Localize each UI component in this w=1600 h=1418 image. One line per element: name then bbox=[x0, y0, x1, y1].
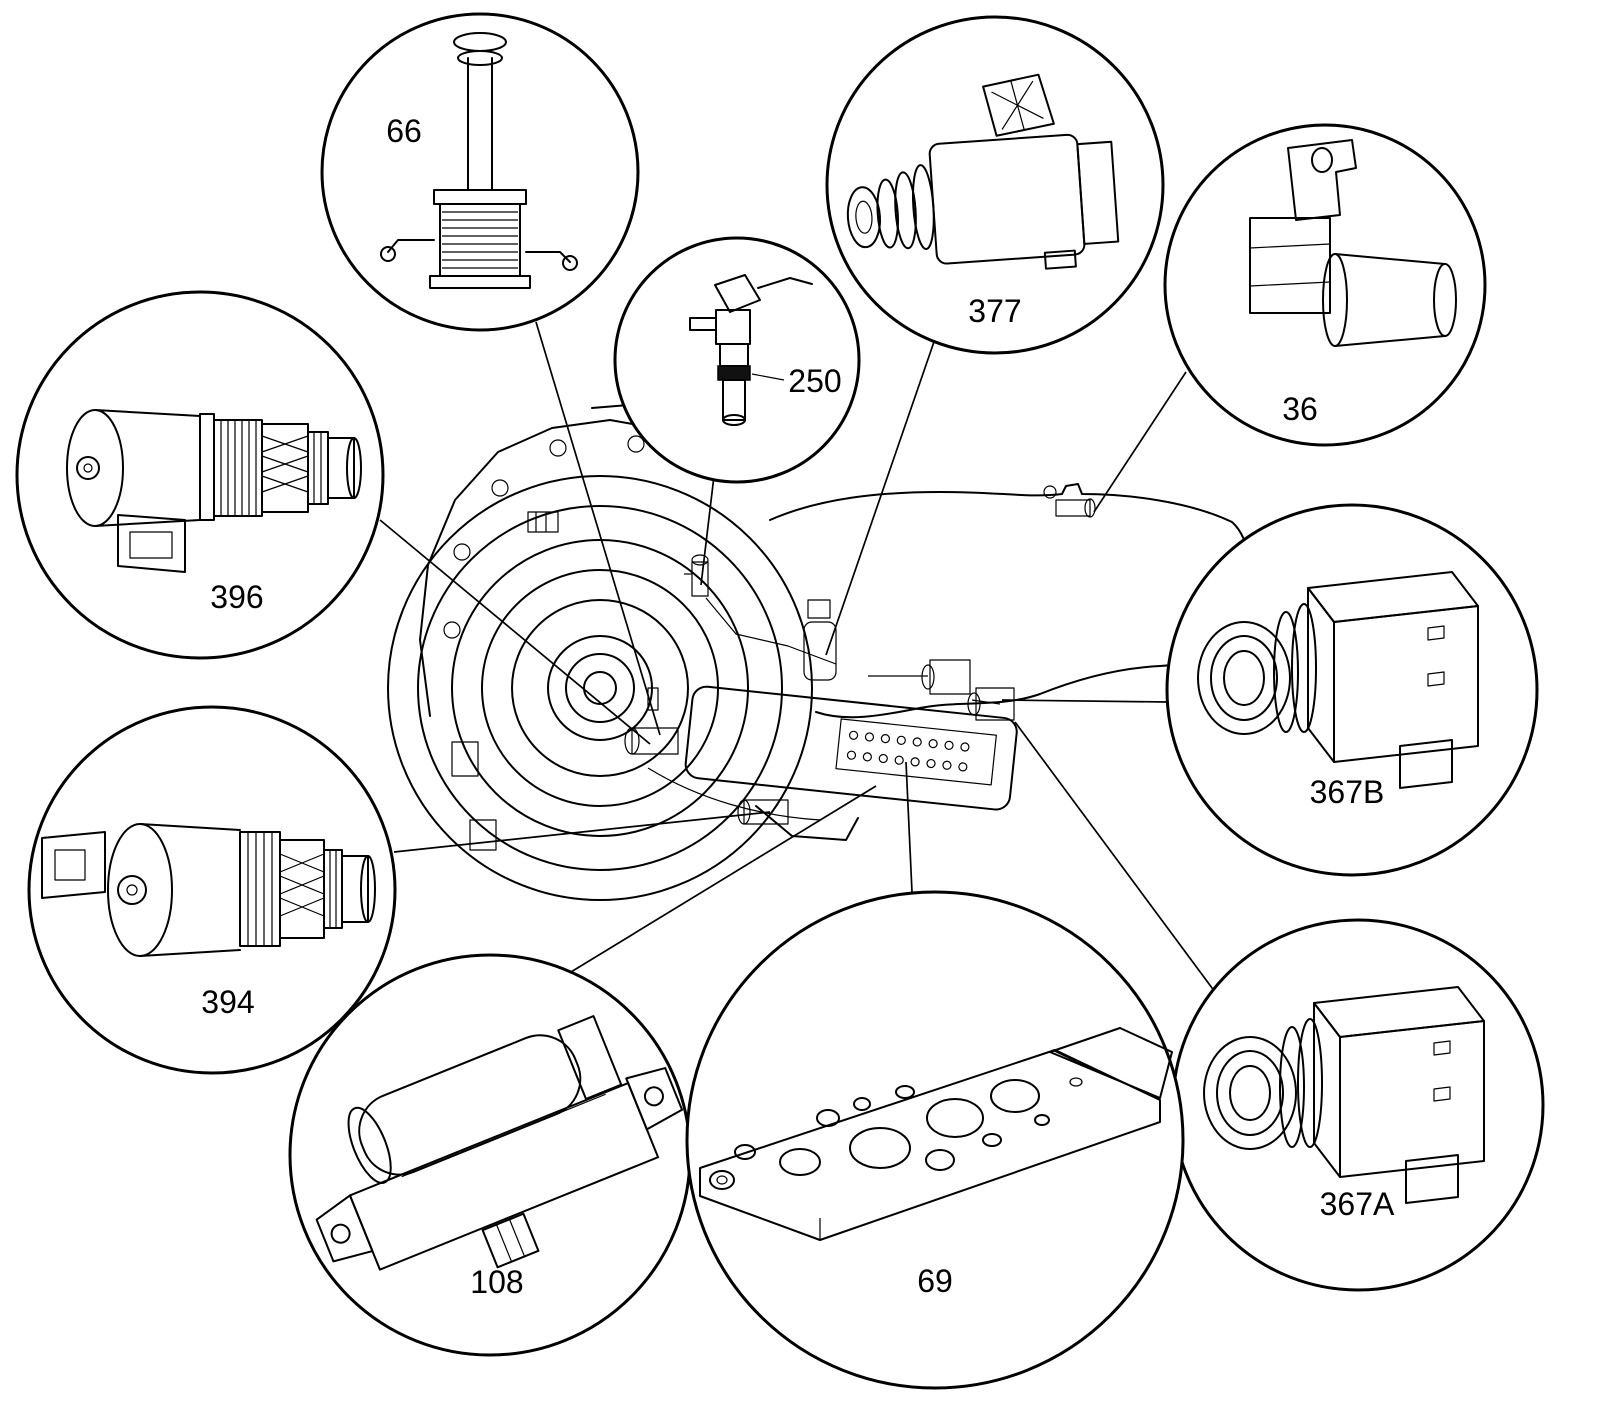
callout-label-396: 396 bbox=[210, 579, 263, 615]
leader-line-367B bbox=[1001, 699, 1168, 703]
input-speed-sensor-location bbox=[1043, 485, 1096, 518]
leader-line-69 bbox=[905, 761, 913, 893]
shift-solenoid-sketch bbox=[846, 73, 1120, 270]
sensor-location-250 bbox=[684, 554, 709, 597]
callout-36: 36 bbox=[1163, 123, 1487, 447]
callout-367A: 367A bbox=[1171, 918, 1545, 1292]
valve-body-sketch bbox=[684, 685, 1018, 811]
pressure-control-solenoid-sketch bbox=[66, 409, 362, 573]
shift-solenoid-bracket-sketch bbox=[315, 1015, 684, 1271]
callout-label-36: 36 bbox=[1282, 391, 1318, 427]
speed-sensor-sketch bbox=[689, 274, 813, 426]
leader-line-396 bbox=[379, 519, 651, 745]
leader-line-66 bbox=[535, 321, 661, 736]
callout-label-394: 394 bbox=[201, 984, 254, 1020]
solenoid-location-377 bbox=[803, 599, 837, 681]
callout-label-250: 250 bbox=[788, 363, 841, 399]
leader-line-377 bbox=[825, 335, 937, 656]
callout-label-367A: 367A bbox=[1320, 1186, 1395, 1222]
callout-377: 377 bbox=[825, 15, 1165, 355]
callout-label-69: 69 bbox=[917, 1263, 953, 1299]
input-speed-sensor-sketch bbox=[1249, 139, 1457, 347]
callout-label-377: 377 bbox=[968, 293, 1021, 329]
transmission-assembly-sketch bbox=[387, 403, 1251, 901]
callout-108: 108 bbox=[288, 953, 692, 1357]
pressure-control-solenoid-sketch bbox=[41, 823, 376, 957]
spacer-plate-sketch bbox=[699, 1027, 1173, 1241]
solenoid-location-394 bbox=[737, 799, 789, 825]
leader-line-36 bbox=[1093, 371, 1187, 513]
tcc-solenoid-sketch bbox=[380, 32, 578, 289]
leader-line-108 bbox=[565, 785, 877, 976]
solenoid-location-367 bbox=[921, 659, 1015, 721]
leader-line-250 bbox=[700, 475, 715, 586]
leader-line-394 bbox=[393, 811, 771, 853]
callout-394: 394 bbox=[27, 705, 397, 1075]
callout-label-108: 108 bbox=[470, 1264, 523, 1300]
callout-label-66: 66 bbox=[386, 113, 422, 149]
leader-line-367A bbox=[1014, 721, 1216, 993]
callout-250: 250 bbox=[613, 236, 861, 484]
callout-367B: 367B bbox=[1165, 503, 1539, 877]
callout-69: 69 bbox=[685, 890, 1185, 1390]
callout-66: 66 bbox=[320, 12, 640, 332]
callout-label-367B: 367B bbox=[1310, 774, 1385, 810]
callout-396: 396 bbox=[15, 290, 385, 660]
